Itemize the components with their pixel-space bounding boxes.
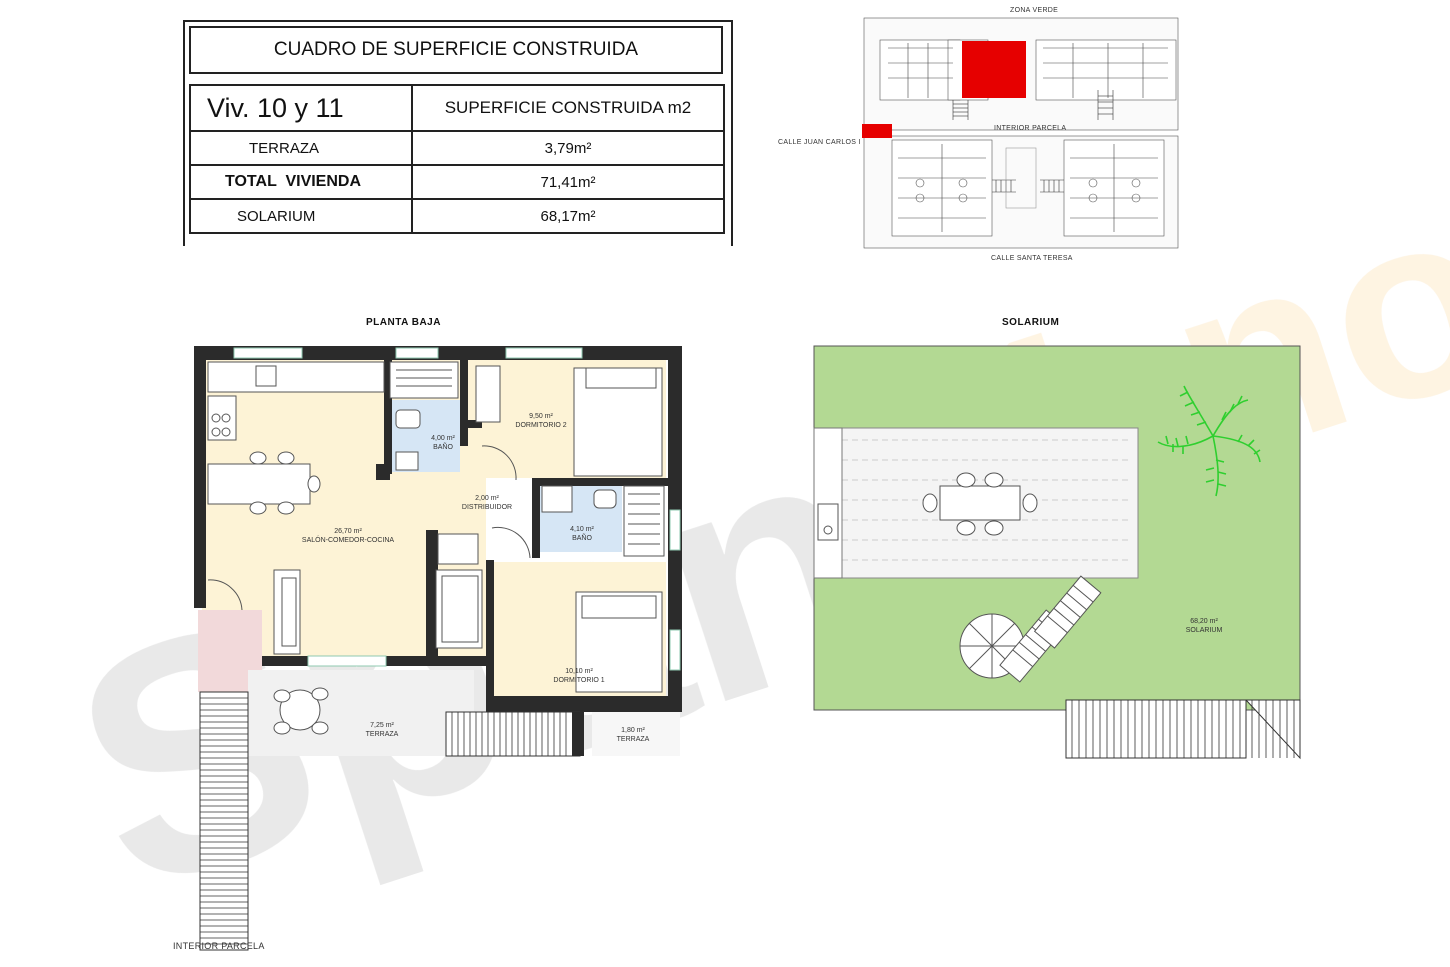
room-bed1-name: DORMITORIO 1 [553,677,605,684]
room-dist-area: 2,00 m² [475,495,499,502]
room-living-name: SALÓN-COMEDOR-COCINA [301,537,395,544]
interior-parcela-label: INTERIOR PARCELA [173,941,265,951]
room-bath2-name: BAÑO [433,444,453,451]
room-terrace2-area: 1,80 m² [621,727,645,734]
room-terrace-area: 7,25 m² [370,722,394,729]
room-terrace2: 1,80 m² TERRAZA [608,726,658,744]
solarium-area: 68,20 m² [1190,618,1218,625]
site-highlight-entry [862,124,892,138]
site-plan [862,17,1179,249]
room-bath1-name: BAÑO [572,535,592,542]
room-living: 26,70 m² SALÓN-COMEDOR-COCINA [296,527,400,545]
site-highlight-unit [962,41,1026,98]
room-bed2: 9,50 m² DORMITORIO 2 [506,412,576,430]
row-label-solarium: SOLARIUM [191,200,413,232]
site-label-calle-santa-teresa: CALLE SANTA TERESA [991,255,1073,262]
row-value-total: 71,41m² [540,173,596,191]
row-label-total: TOTAL VIVIENDA [191,166,413,198]
room-bed2-name: DORMITORIO 2 [515,422,567,429]
room-distribuidor: 2,00 m² DISTRIBUIDOR [452,494,522,512]
solarium-name: SOLARIUM [1185,627,1223,634]
room-terrace-name: TERRAZA [365,731,399,738]
room-living-area: 26,70 m² [334,528,362,535]
table-row: SOLARIUM 68,17m² [189,198,725,234]
room-dist-name: DISTRIBUIDOR [461,504,513,511]
room-bed2-area: 9,50 m² [529,413,553,420]
row-value-solarium: 68,17m² [540,207,596,225]
row-value-terraza: 3,79m² [544,139,592,157]
room-bath2-area: 4,00 m² [431,435,455,442]
table-header-dwelling: Viv. 10 y 11 [191,86,413,130]
solarium-title: SOLARIUM [1002,317,1060,328]
room-bed1: 10,10 m² DORMITORIO 1 [544,667,614,685]
surface-table-title: CUADRO DE SUPERFICIE CONSTRUIDA [189,26,723,74]
room-terrace: 7,25 m² TERRAZA [352,721,412,739]
room-bed1-area: 10,10 m² [565,668,593,675]
ground-floor-title: PLANTA BAJA [366,317,441,328]
table-header-surface: SUPERFICIE CONSTRUIDA m2 [444,98,692,117]
room-terrace2-name: TERRAZA [616,736,650,743]
row-label-terraza: TERRAZA [191,132,413,164]
site-label-calle-juan-carlos: CALLE JUAN CARLOS I [778,139,861,146]
surface-table-frame [183,20,733,246]
room-bath1-area: 4,10 m² [570,526,594,533]
surface-table: Viv. 10 y 11 SUPERFICIE CONSTRUIDA m2 TE… [189,84,725,234]
ground-floor-plan [194,346,682,951]
solarium-area-label: 68,20 m² SOLARIUM [1174,617,1234,635]
room-bath1: 4,10 m² BAÑO [557,525,607,543]
solarium-plan [813,345,1301,760]
site-label-zona-verde: ZONA VERDE [1010,7,1059,14]
room-bath2: 4,00 m² BAÑO [418,434,468,452]
site-label-interior-parcela: INTERIOR PARCELA [994,125,1067,132]
